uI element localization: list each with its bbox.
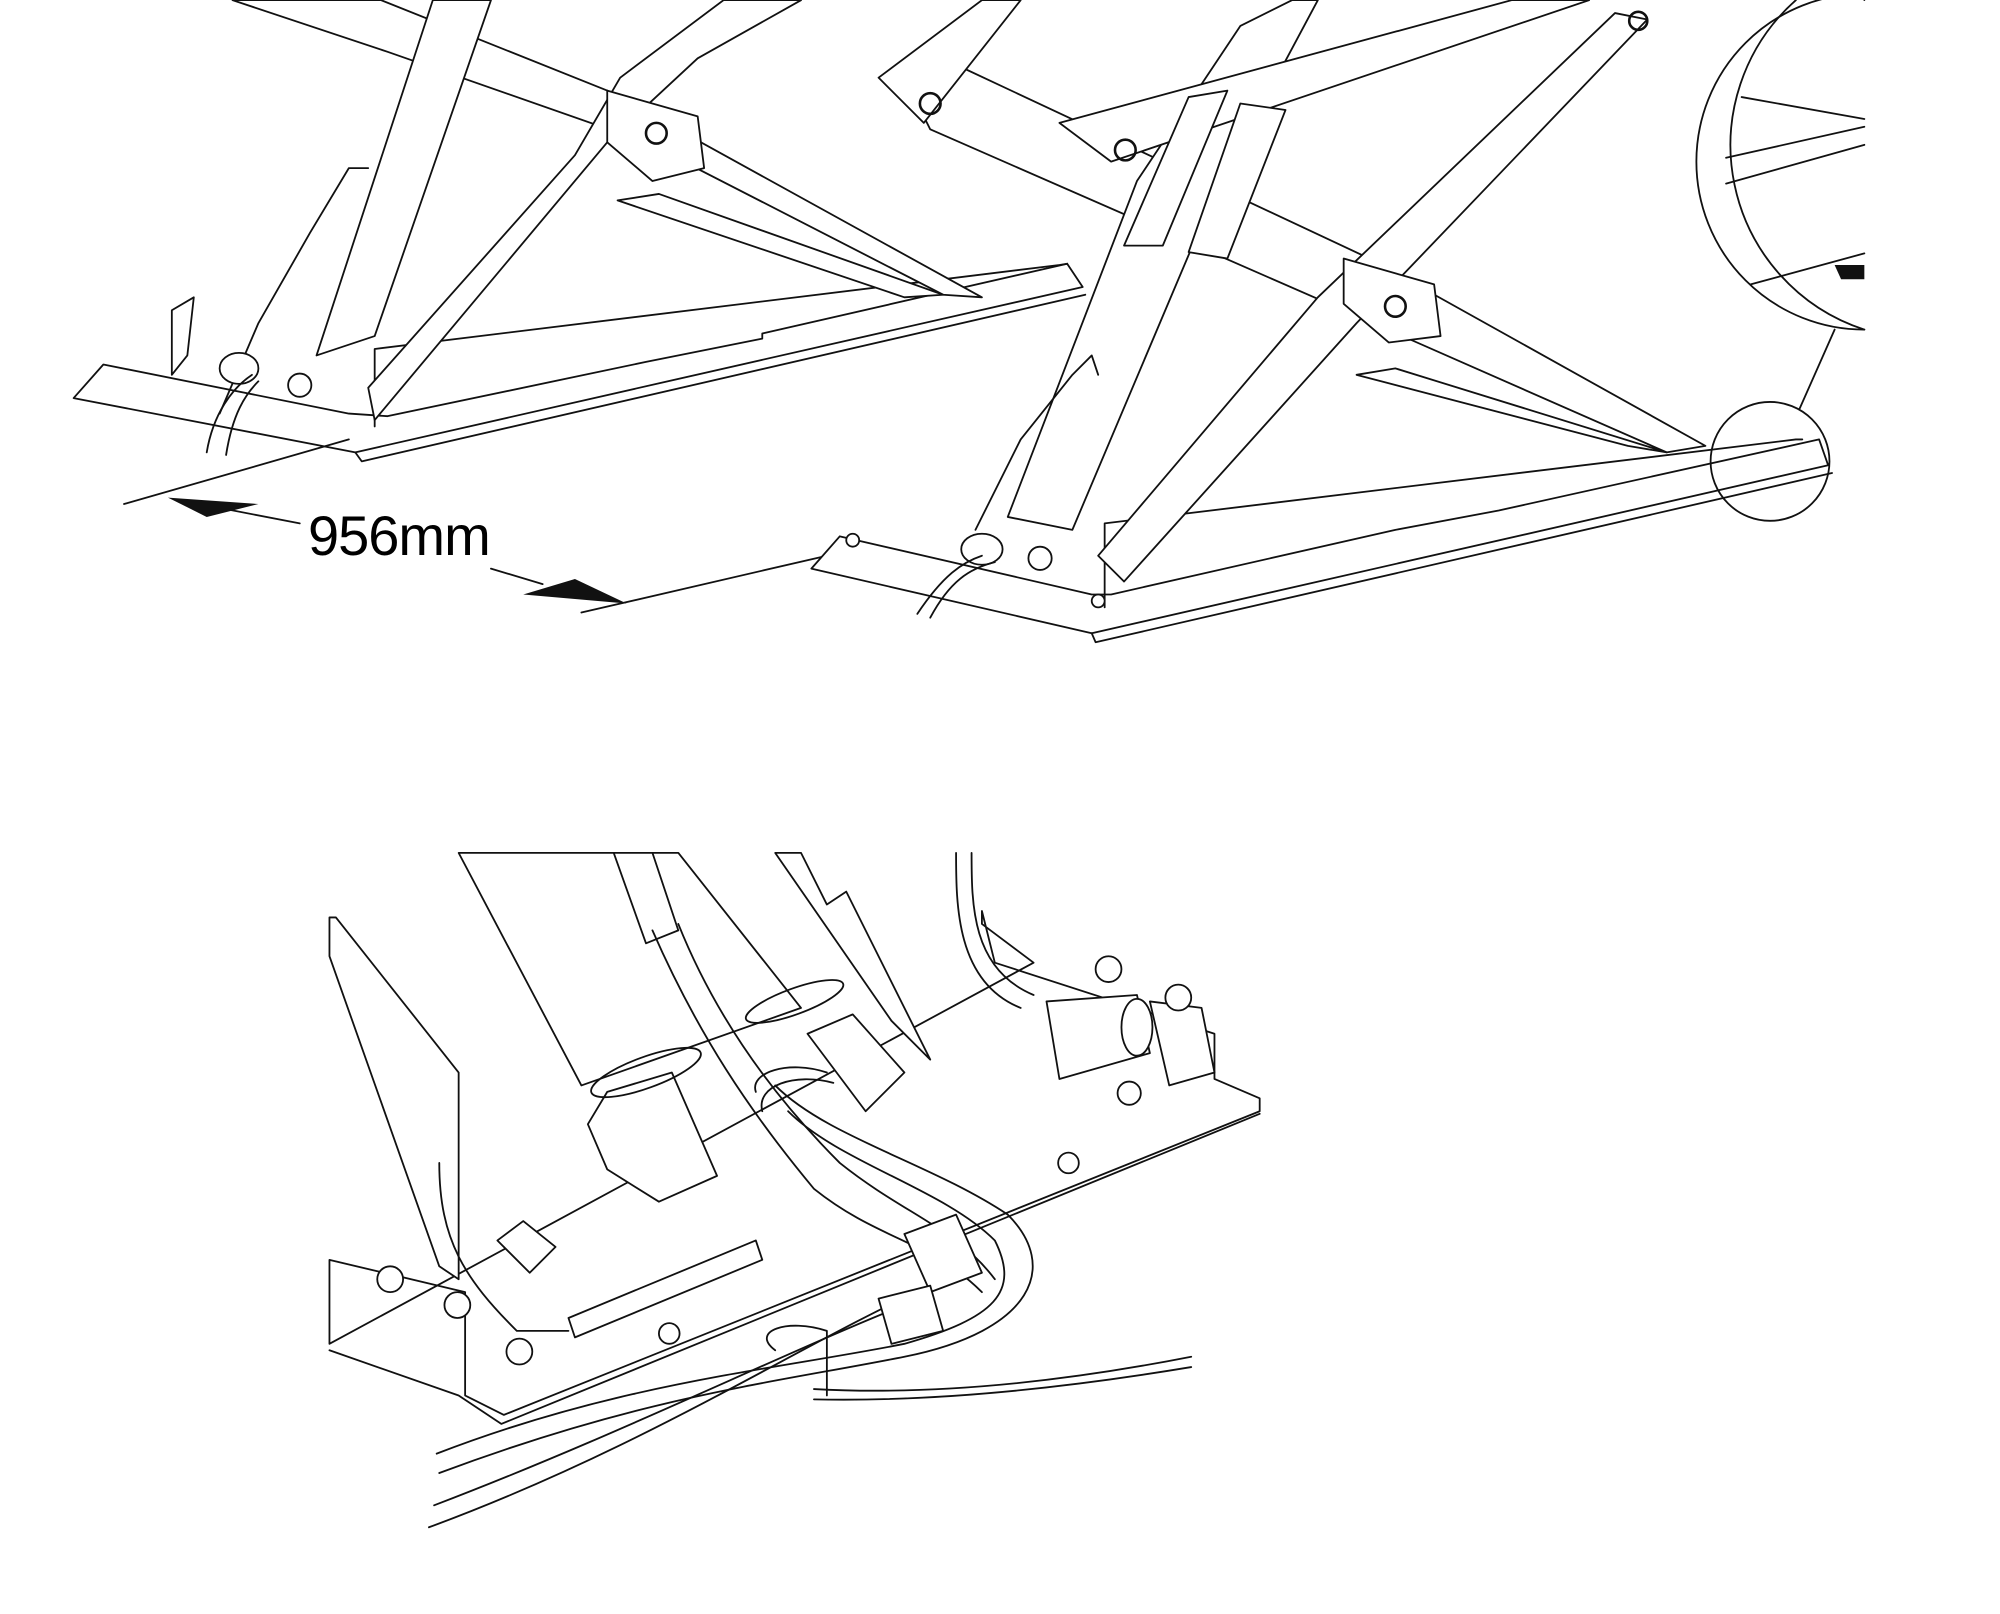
detail-arm-left — [328, 916, 460, 1281]
right-rail — [1103, 438, 1804, 609]
detail-base-plate — [328, 910, 1261, 1416]
left-cylinder-base — [218, 351, 260, 385]
left-scissor-lift — [72, 0, 1087, 463]
hose-connection-detail — [328, 851, 1261, 1529]
detail-rail-line — [1725, 143, 1866, 185]
detail-hose-lower — [433, 1304, 906, 1507]
right-scissor-lift — [810, 0, 1833, 644]
detail-hose-clamp-lower — [766, 1324, 828, 1397]
left-extension-line — [123, 438, 350, 505]
right-bolt — [1090, 593, 1106, 609]
detail-callout — [1695, 0, 1866, 522]
right-mid-pin — [1113, 138, 1137, 162]
right-dimension-line — [490, 567, 544, 586]
detail-hose-lower — [428, 1284, 932, 1529]
dimension-956mm — [123, 438, 828, 614]
right-cylinder-eye — [1027, 545, 1053, 571]
right-base-edge — [1090, 472, 1833, 644]
detail-rail-line — [1740, 96, 1866, 120]
left-base-plate — [72, 262, 1084, 454]
right-cylinder-1 — [1123, 89, 1229, 247]
detail-bracket-left — [496, 1220, 557, 1274]
right-top-pin — [918, 91, 942, 116]
detail-rail-line — [1725, 125, 1866, 159]
left-pin-block — [606, 89, 706, 182]
detail-cable — [813, 1355, 1193, 1401]
detail-cylinder-ring — [590, 1046, 702, 1099]
bolt-icon — [1094, 955, 1123, 983]
detail-fitting — [877, 1284, 945, 1345]
right-base-plate — [810, 438, 1830, 635]
left-pin — [644, 121, 668, 145]
left-arm-a — [231, 0, 983, 299]
detail-bar-curve-left — [438, 1162, 570, 1332]
bolt-icon — [443, 1291, 472, 1319]
detail-rail-line — [1749, 252, 1866, 286]
left-side-plate — [170, 296, 195, 376]
detail-arm-right — [774, 851, 932, 1061]
right-arm-a — [903, 63, 1707, 454]
right-cylinder-base — [960, 532, 1004, 566]
left-brace — [616, 193, 945, 299]
right-top-arm — [877, 0, 1022, 124]
right-pin-block — [1342, 257, 1442, 344]
right-extension-line — [580, 554, 828, 614]
detail-leader-line — [1798, 328, 1836, 410]
detail-tube-end — [1120, 997, 1154, 1057]
right-cylinder-hose — [974, 354, 1100, 531]
right-hoses — [916, 554, 996, 619]
detail-cylinder-ring — [744, 979, 845, 1024]
right-bolt — [845, 532, 861, 548]
detail-large-circle — [1695, 0, 1866, 331]
detail-bar-curve — [970, 851, 1035, 996]
detail-mark — [1834, 265, 1865, 280]
detail-hose-fitting-top — [612, 851, 680, 945]
detail-bar-curve — [955, 851, 1022, 1009]
detail-hose-loop — [438, 1084, 1034, 1474]
detail-bolts — [376, 955, 1193, 1366]
bolt-icon — [376, 1265, 405, 1294]
detail-cylinder-clevis-2 — [806, 1013, 906, 1113]
bolt-icon — [505, 1337, 534, 1366]
bolt-icon — [1116, 1080, 1142, 1106]
detail-guide-bar — [567, 1239, 764, 1339]
right-arrowhead — [523, 578, 627, 604]
left-cylinder-eye — [287, 372, 313, 398]
left-base-edge — [354, 293, 1087, 463]
detail-arm-center — [457, 851, 802, 1087]
right-upper-pin — [1627, 10, 1649, 32]
bolt-icon — [1164, 983, 1193, 1012]
detail-cylinder-clevis — [586, 1071, 718, 1203]
right-brace — [1355, 367, 1668, 454]
dimension-label: 956mm — [308, 504, 491, 567]
detail-plate-edge — [328, 1112, 1261, 1425]
left-hoses — [205, 373, 260, 456]
detail-large-circle-arc — [1729, 0, 1866, 331]
right-cylinder-2 — [1187, 102, 1287, 260]
left-arm-b — [315, 0, 492, 357]
right-pin — [1383, 294, 1407, 318]
left-dimension-line — [218, 507, 301, 525]
bolt-icon — [1057, 1151, 1080, 1175]
detail-small-circle — [1709, 401, 1831, 522]
bolt-icon — [658, 1322, 681, 1345]
left-arrowhead — [167, 497, 259, 517]
detail-fitting — [903, 1213, 983, 1294]
detail-hose-clamp — [754, 1066, 835, 1113]
detail-hose-loop — [435, 1110, 1006, 1455]
